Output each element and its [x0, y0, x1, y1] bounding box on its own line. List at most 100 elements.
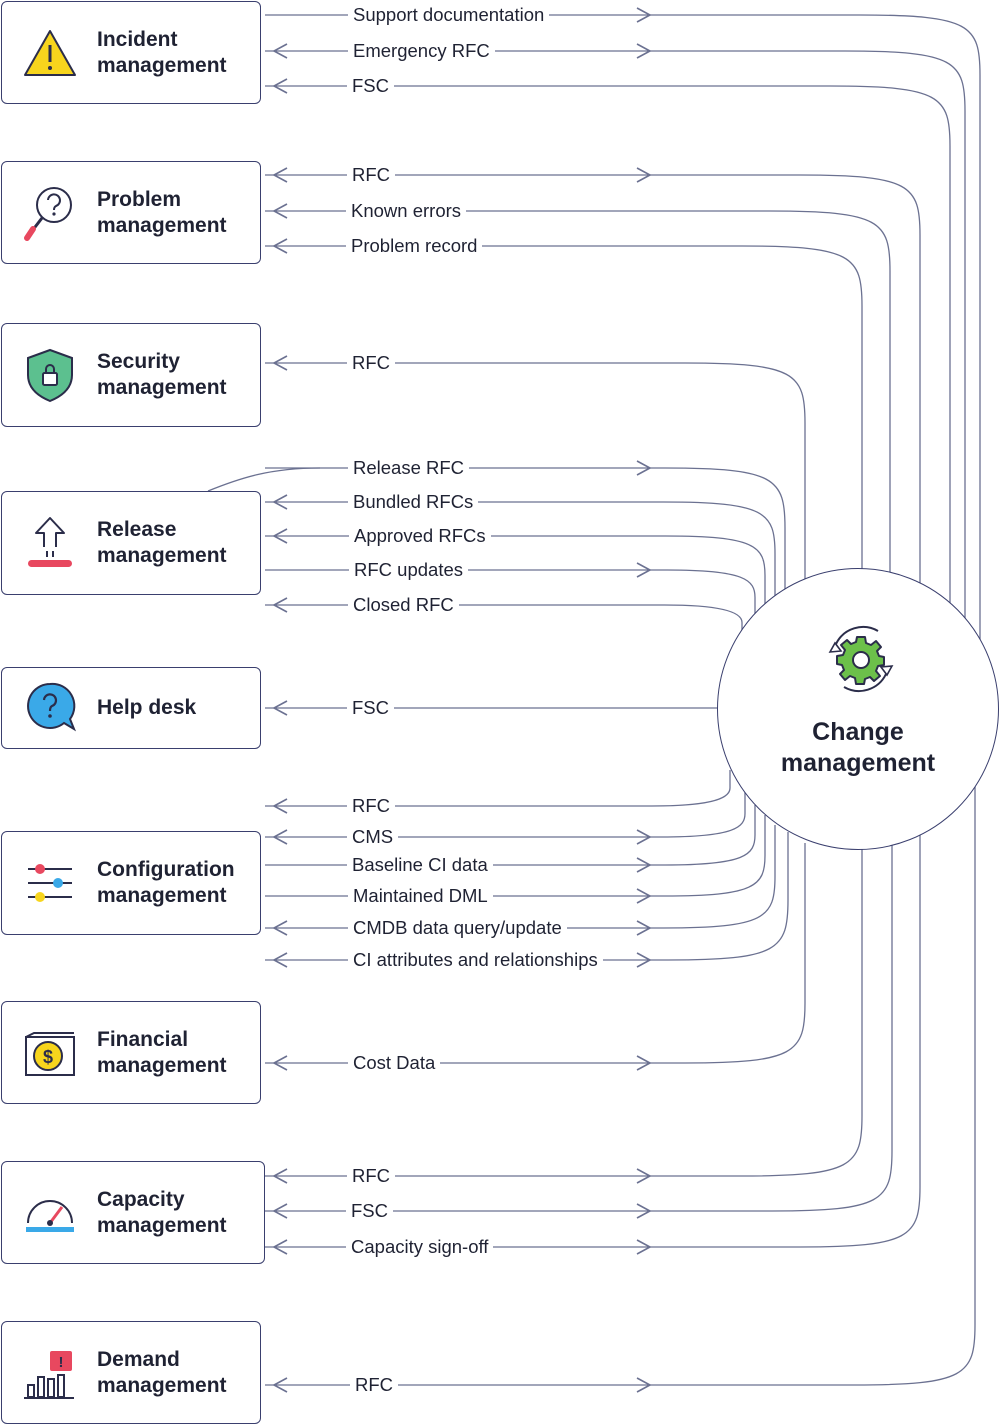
incident-management-title: Incident management	[97, 27, 227, 77]
flow-label: Cost Data	[348, 1052, 441, 1074]
arrow-left-icon	[272, 920, 288, 936]
upload-arrow-icon	[20, 513, 80, 573]
flow-label: Capacity sign-off	[346, 1236, 494, 1258]
arrow-right-icon	[636, 1055, 652, 1071]
arrow-left-icon	[272, 203, 288, 219]
connector-line	[265, 569, 756, 625]
arrow-right-icon	[636, 1239, 652, 1255]
flow-label: Release RFC	[348, 457, 470, 479]
arrow-right-icon	[636, 562, 652, 578]
connector-line	[265, 85, 951, 620]
warning-icon	[20, 23, 80, 83]
configuration-management-box[interactable]: Configuration management	[1, 831, 261, 935]
connector-line	[265, 362, 806, 590]
arrow-right-icon	[636, 43, 652, 59]
arrow-left-icon	[272, 1055, 288, 1071]
problem-management-title: Problem management	[97, 187, 227, 237]
shield-lock-icon	[20, 345, 80, 405]
connector-line	[265, 501, 776, 605]
flow-label: RFC	[347, 795, 396, 817]
arrow-left-icon	[272, 798, 288, 814]
flow-label: FSC	[347, 697, 394, 719]
financial-management-box[interactable]: $ Financial management	[1, 1001, 261, 1104]
flow-label: Baseline CI data	[347, 854, 493, 876]
arrow-left-icon	[272, 1203, 288, 1219]
svg-text:!: !	[59, 1354, 64, 1371]
help-desk-box[interactable]: Help desk	[1, 667, 261, 749]
arrow-right-icon	[636, 920, 652, 936]
connector-line	[265, 760, 976, 1386]
connector-line	[265, 825, 776, 929]
magnifier-question-icon	[20, 183, 80, 243]
connector-line	[207, 467, 321, 492]
arrow-right-icon	[636, 857, 652, 873]
flow-label: Emergency RFC	[348, 40, 495, 62]
arrow-right-icon	[636, 829, 652, 845]
arrow-left-icon	[272, 1377, 288, 1393]
flow-label: Closed RFC	[348, 594, 459, 616]
demand-management-title: Demand management	[97, 1347, 227, 1397]
arrow-right-icon	[636, 460, 652, 476]
connector-line	[265, 832, 789, 961]
flow-label: RFC	[347, 164, 396, 186]
arrow-left-icon	[272, 829, 288, 845]
connector-line	[265, 790, 746, 838]
capacity-management-title: Capacity management	[97, 1187, 227, 1237]
demand-management-box[interactable]: ! Demand management	[1, 1321, 261, 1424]
help-bubble-icon	[20, 678, 80, 738]
flow-label: Problem record	[346, 235, 483, 257]
connector-line	[265, 14, 981, 700]
arrow-right-icon	[636, 7, 652, 23]
connector-line	[265, 805, 756, 866]
arrow-right-icon	[636, 888, 652, 904]
arrow-left-icon	[272, 238, 288, 254]
flow-label: Bundled RFCs	[348, 491, 479, 513]
arrow-left-icon	[272, 355, 288, 371]
connector-line	[265, 174, 921, 585]
gauge-icon	[20, 1183, 80, 1243]
arrow-left-icon	[272, 78, 288, 94]
arrow-left-icon	[272, 952, 288, 968]
flow-label: Maintained DML	[348, 885, 493, 907]
connector-line	[265, 535, 766, 615]
arrow-right-icon	[636, 952, 652, 968]
sliders-icon	[20, 853, 80, 913]
alert-bar-chart-icon: !	[20, 1343, 80, 1403]
arrow-right-icon	[636, 1377, 652, 1393]
flow-label: RFC	[347, 1165, 396, 1187]
flow-label: Known errors	[346, 200, 467, 222]
capacity-management-box[interactable]: Capacity management	[1, 1161, 265, 1264]
connector-line	[265, 467, 786, 595]
connector-line	[265, 770, 731, 807]
connector-line	[265, 245, 863, 570]
svg-text:$: $	[43, 1047, 53, 1067]
connector-line	[265, 843, 806, 1064]
arrow-left-icon	[272, 43, 288, 59]
financial-management-title: Financial management	[97, 1027, 227, 1077]
flow-label: RFC	[347, 352, 396, 374]
flow-label: CMDB data query/update	[348, 917, 567, 939]
flow-label: CI attributes and relationships	[348, 949, 603, 971]
release-management-box[interactable]: Release management	[1, 491, 261, 595]
flow-label: FSC	[346, 1200, 393, 1222]
security-management-title: Security management	[97, 350, 227, 399]
connector-line	[265, 849, 863, 1177]
configuration-management-title: Configuration management	[97, 858, 235, 907]
help-desk-title: Help desk	[97, 696, 197, 719]
arrow-right-icon	[636, 1203, 652, 1219]
flow-label: CMS	[347, 826, 399, 848]
connector-line	[265, 210, 891, 575]
flow-label: RFC	[350, 1374, 399, 1396]
flow-label: Support documentation	[348, 4, 550, 26]
problem-management-box[interactable]: Problem management	[1, 161, 261, 264]
arrow-left-icon	[272, 528, 288, 544]
flow-label: FSC	[347, 75, 394, 97]
connector-line	[265, 845, 893, 1212]
incident-management-box[interactable]: Incident management	[1, 1, 261, 104]
security-management-box[interactable]: Security management	[1, 323, 261, 427]
arrow-right-icon	[636, 1168, 652, 1184]
arrow-left-icon	[272, 700, 288, 716]
change-management-hub[interactable]: Change management	[717, 568, 999, 850]
release-management-title: Release management	[97, 518, 227, 567]
